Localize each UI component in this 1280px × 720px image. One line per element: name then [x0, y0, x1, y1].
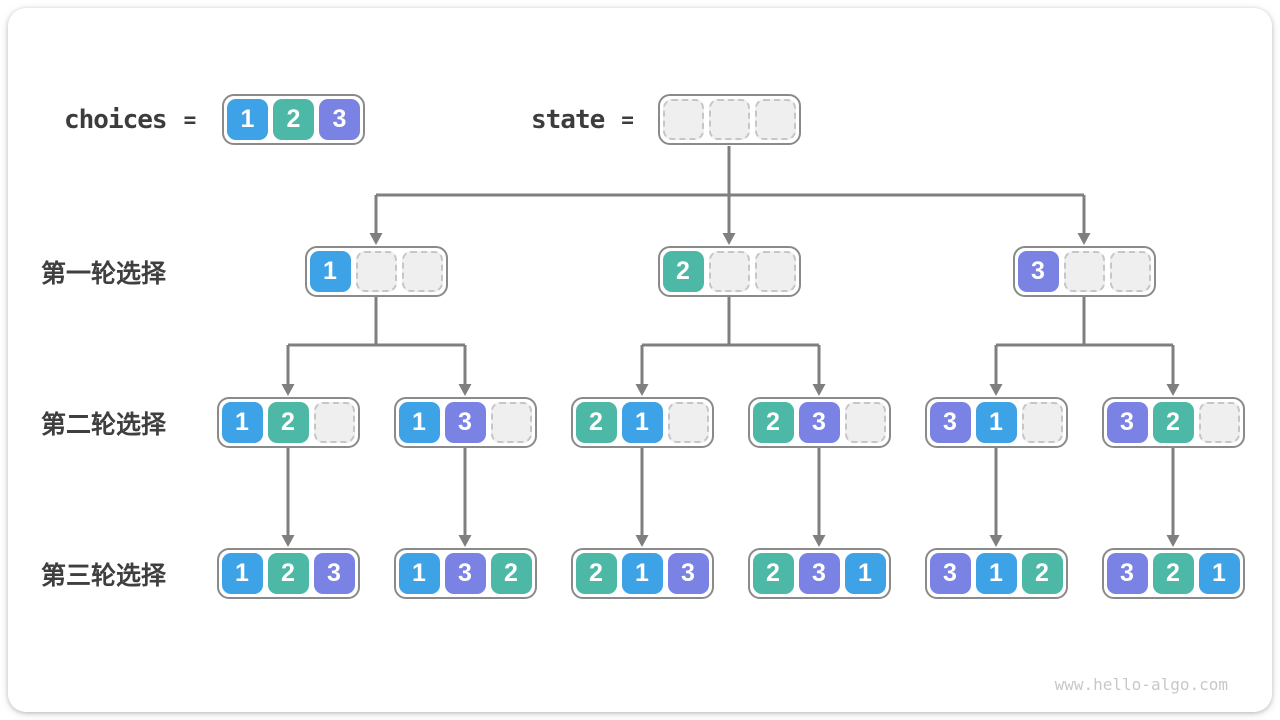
array-cell-3: 3: [798, 553, 840, 594]
empty-array-cell: [663, 99, 704, 140]
array-cell-3: 3: [444, 402, 486, 443]
state-array-node: [658, 94, 801, 145]
arrow-head-icon: [989, 535, 1003, 547]
array-cell-2: 2: [267, 402, 309, 443]
array-cell-2: 2: [1152, 402, 1194, 443]
watermark-text: www.hello-algo.com: [1054, 675, 1228, 694]
choices-variable-label: choices =: [64, 94, 196, 146]
array-cell-3: 3: [1106, 402, 1148, 443]
array-cell-1: 1: [221, 553, 263, 594]
array-cell-1: 1: [398, 553, 440, 594]
round-1-label: 第一轮选择: [41, 259, 167, 288]
empty-array-cell: [1198, 402, 1240, 443]
arrow-head-icon: [281, 535, 295, 547]
empty-array-cell: [1109, 251, 1151, 292]
tree-node-round1-2: 2: [657, 246, 801, 297]
connector-lines: [286, 146, 1175, 540]
array-cell-2: 2: [1021, 553, 1063, 594]
arrow-head-icon: [812, 535, 826, 547]
array-cell-2: 2: [267, 553, 309, 594]
array-cell-2: 2: [575, 402, 617, 443]
array-cell-1: 1: [621, 402, 663, 443]
choices-equals-sign: =: [183, 108, 197, 132]
arrow-head-icon: [1077, 233, 1091, 245]
array-cell-3: 3: [929, 402, 971, 443]
state-equals-sign: =: [621, 108, 634, 132]
arrow-head-icon: [458, 384, 472, 396]
tree-connectors: [281, 146, 1180, 547]
array-cell-2: 2: [575, 553, 617, 594]
round-3-label: 第三轮选择: [41, 561, 167, 590]
array-cell-3: 3: [1106, 553, 1148, 594]
array-cell-3: 3: [798, 402, 840, 443]
array-cell-2: 2: [752, 553, 794, 594]
arrow-head-icon: [1166, 535, 1180, 547]
arrow-head-icon: [281, 384, 295, 396]
empty-array-cell: [844, 402, 886, 443]
tree-node-round1-1: 1: [304, 246, 448, 297]
empty-array-cell: [709, 99, 750, 140]
arrow-head-icon: [369, 233, 383, 245]
array-cell-1: 1: [1198, 553, 1240, 594]
empty-array-cell: [667, 402, 709, 443]
choices-keyword: choices: [64, 105, 168, 135]
array-cell-2: 2: [1152, 553, 1194, 594]
arrow-head-icon: [635, 535, 649, 547]
array-cell-3: 3: [444, 553, 486, 594]
arrow-head-icon: [722, 233, 736, 245]
array-cell-1: 1: [621, 553, 663, 594]
state-keyword: state: [531, 105, 605, 135]
array-cell-3: 3: [929, 553, 971, 594]
empty-array-cell: [355, 251, 397, 292]
empty-array-cell: [313, 402, 355, 443]
arrow-head-icon: [635, 384, 649, 396]
arrow-head-icon: [458, 535, 472, 547]
array-cell-1: 1: [309, 251, 351, 292]
empty-array-cell: [490, 402, 532, 443]
array-cell-1: 1: [975, 402, 1017, 443]
arrow-head-icon: [1166, 384, 1180, 396]
state-variable-label: state =: [531, 94, 634, 146]
array-cell-3: 3: [319, 99, 360, 140]
array-cell-3: 3: [667, 553, 709, 594]
empty-array-cell: [708, 251, 750, 292]
array-cell-3: 3: [1017, 251, 1059, 292]
array-cell-1: 1: [975, 553, 1017, 594]
tree-node-round1-3: 3: [1012, 246, 1156, 297]
array-cell-2: 2: [273, 99, 314, 140]
array-cell-1: 1: [398, 402, 440, 443]
array-cell-1: 1: [227, 99, 268, 140]
array-cell-2: 2: [662, 251, 704, 292]
array-cell-1: 1: [221, 402, 263, 443]
round-2-label: 第二轮选择: [41, 410, 167, 439]
array-cell-1: 1: [844, 553, 886, 594]
arrow-head-icon: [812, 384, 826, 396]
empty-array-cell: [1063, 251, 1105, 292]
empty-array-cell: [754, 251, 796, 292]
arrow-head-icon: [989, 384, 1003, 396]
empty-array-cell: [755, 99, 796, 140]
empty-array-cell: [1021, 402, 1063, 443]
array-cell-2: 2: [752, 402, 794, 443]
empty-array-cell: [401, 251, 443, 292]
array-cell-3: 3: [313, 553, 355, 594]
array-cell-2: 2: [490, 553, 532, 594]
